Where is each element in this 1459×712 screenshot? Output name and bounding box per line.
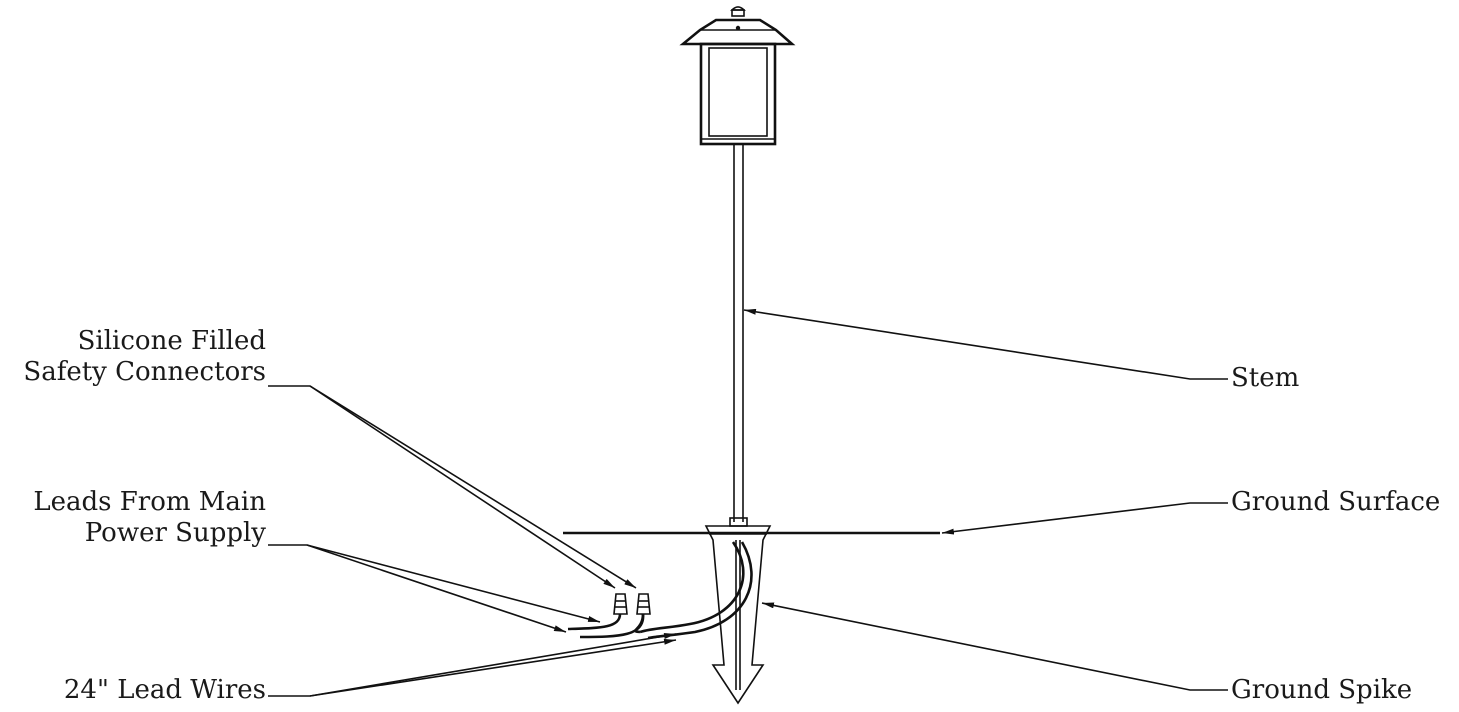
silicone-label-line1: Silicone Filled (77, 326, 266, 356)
leads-label-line2: Power Supply (84, 518, 266, 548)
ground-surface-label: Ground Surface (1231, 487, 1441, 517)
ground-spike-label: Ground Spike (1231, 675, 1413, 705)
main-power-leads (567, 613, 645, 639)
lead-wires-label: 24" Lead Wires (63, 675, 266, 705)
silicone-label-line2: Safety Connectors (23, 357, 266, 387)
safety-connectors (613, 593, 651, 615)
leads-label-line1: Leads From Main (33, 487, 266, 517)
stem-label: Stem (1231, 363, 1300, 393)
leader-lines (268, 308, 1228, 697)
silicone-connectors-label: Silicone Filled Safety Connectors (23, 326, 266, 388)
lead-wires (639, 541, 753, 640)
ground-spike (704, 525, 772, 705)
stem (729, 144, 748, 527)
lamp-head (679, 6, 796, 146)
main-power-leads-label: Leads From Main Power Supply (33, 487, 266, 549)
